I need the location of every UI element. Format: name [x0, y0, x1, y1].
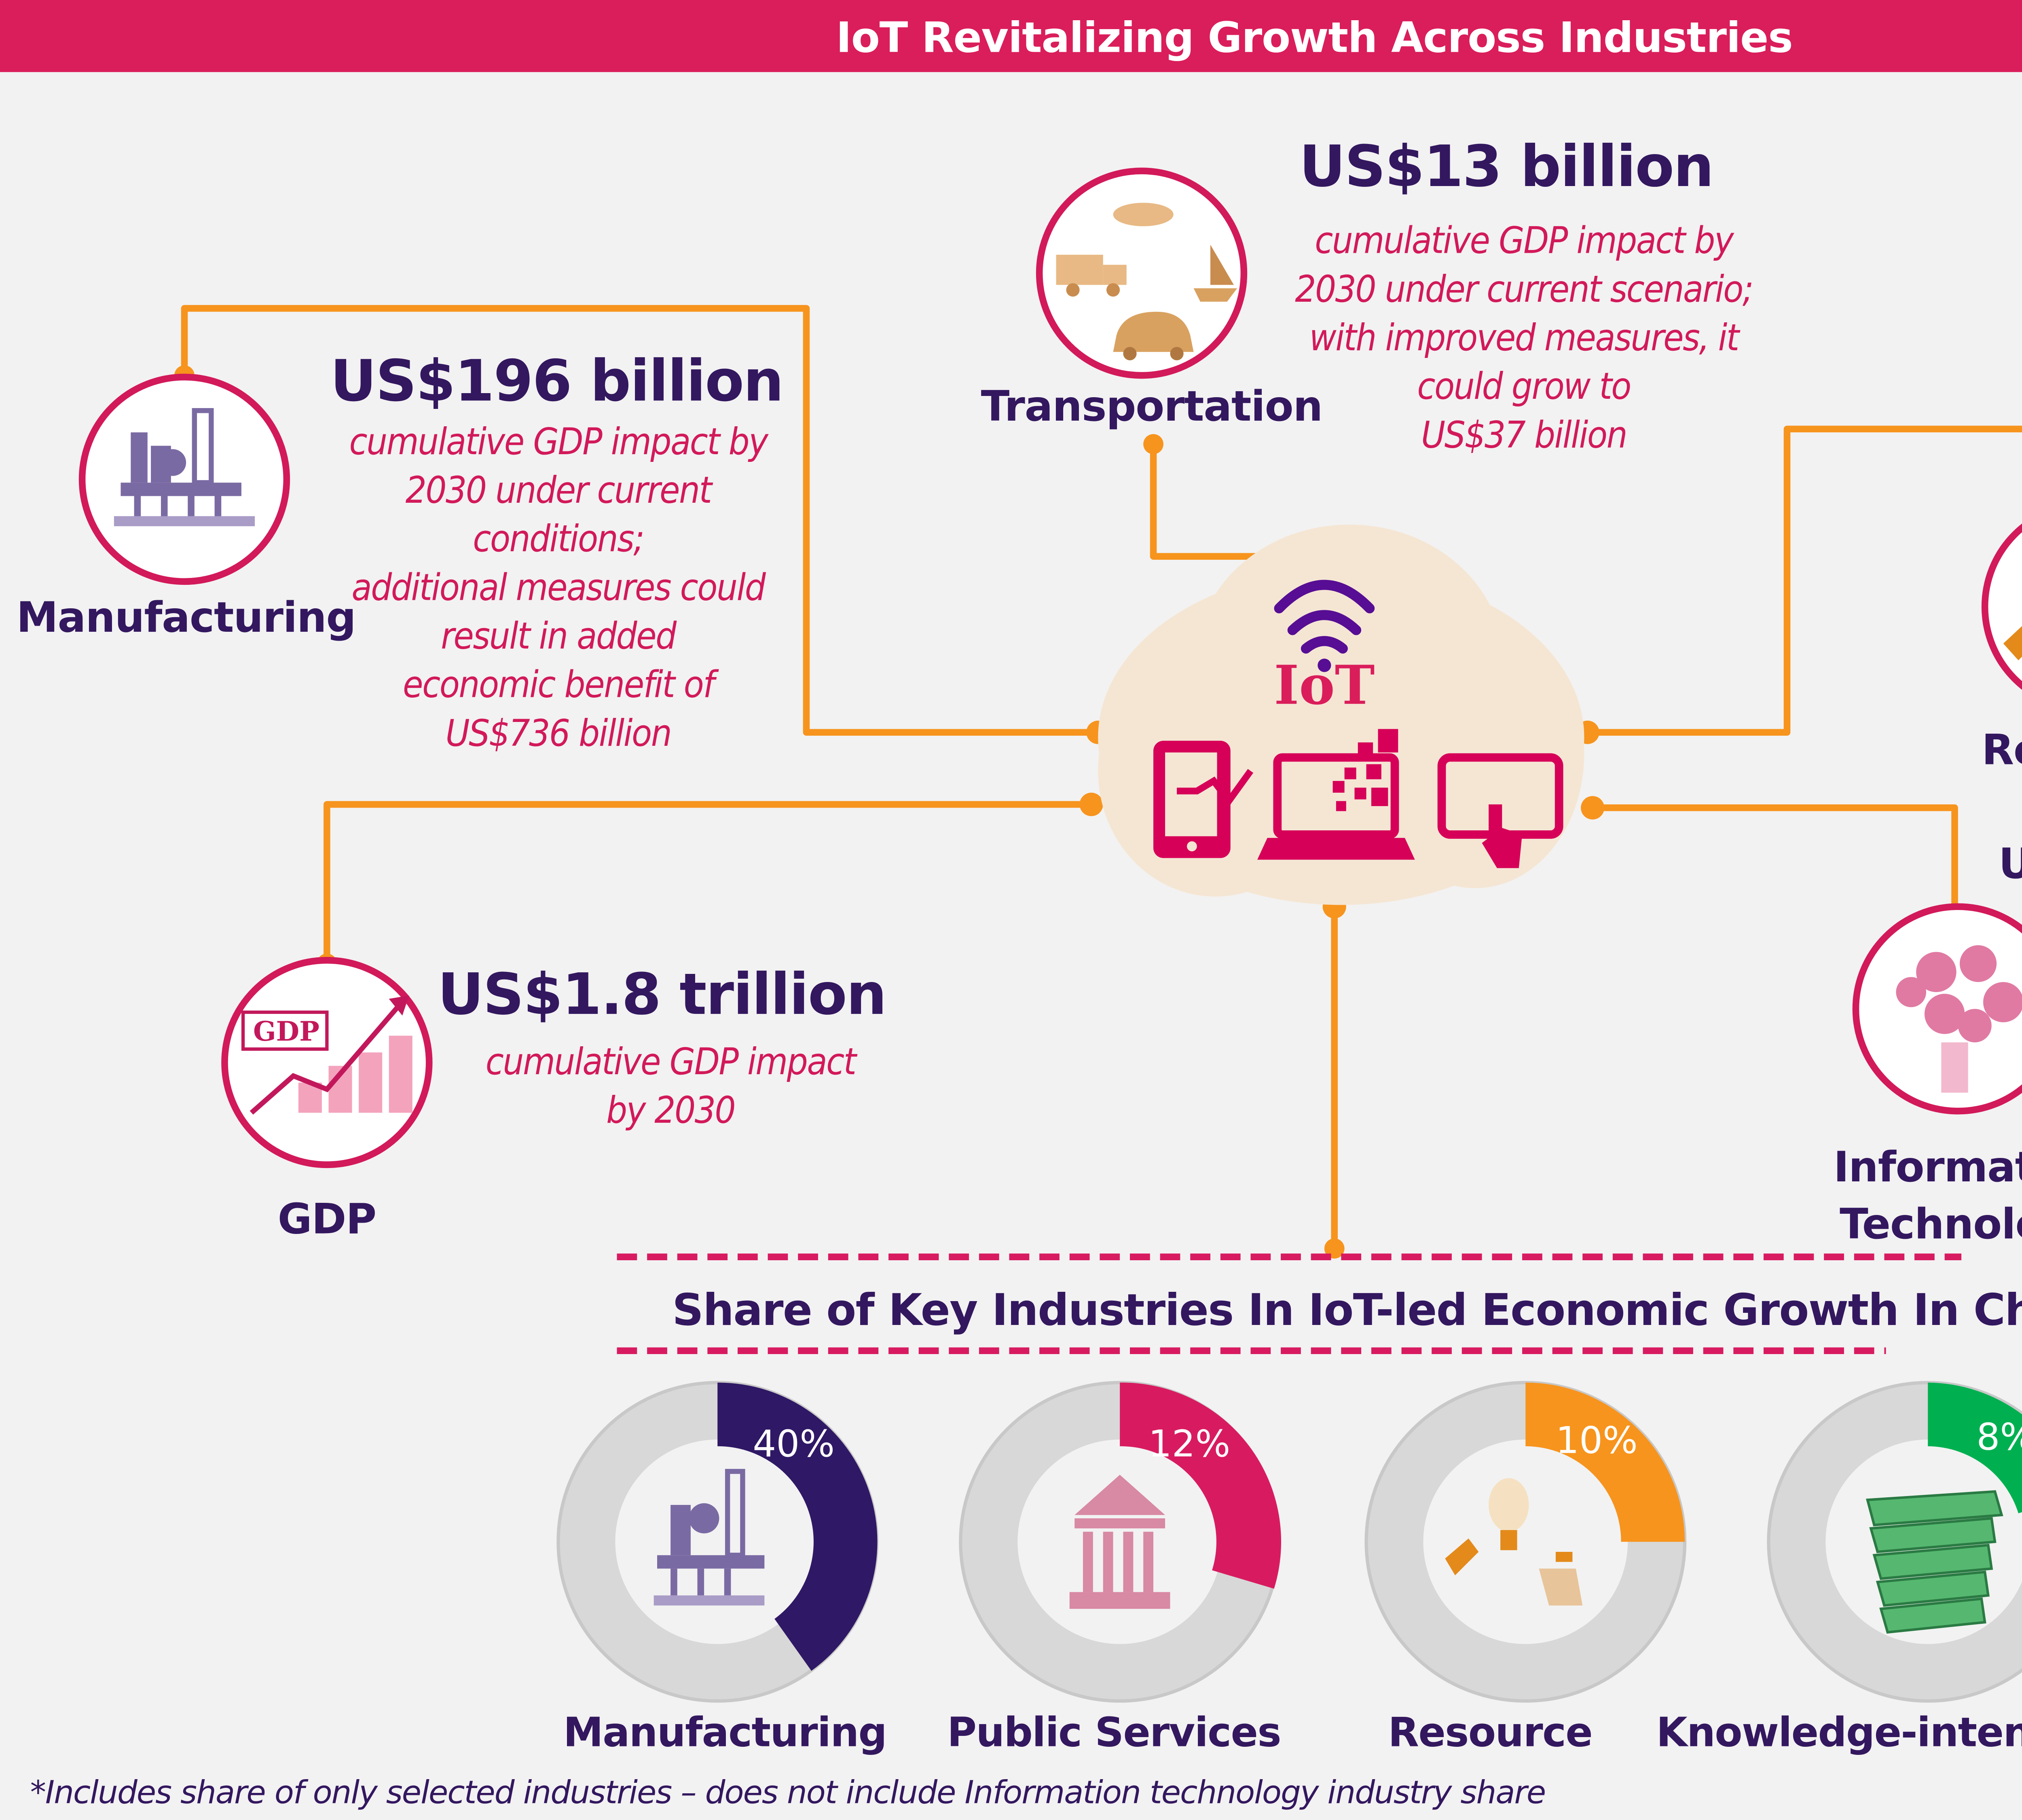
desc-line: with improved measures, it: [1309, 318, 1739, 360]
desc-line: cumulative GDP impact: [485, 1042, 857, 1084]
desc-line: additional measures could: [351, 568, 766, 610]
manufacturing-amount: US$196 billion: [330, 348, 784, 416]
connector-transportation: [1150, 444, 1288, 560]
gdp-amount: US$1.8 trillion: [437, 962, 887, 1029]
desc-line: result in added: [441, 616, 677, 659]
donut-label-resource: Resource: [1388, 1709, 1593, 1757]
gdp-growth-icon: GDP: [241, 995, 412, 1115]
desc-line: cumulative GDP impact by: [1315, 221, 1734, 263]
gdp-description: cumulative GDP impact by 2030: [439, 1039, 902, 1136]
donut-value-public-services: 12%: [1148, 1424, 1231, 1467]
donut-bulb-plug-tap-icon: [1445, 1478, 1583, 1606]
donut-label-manufacturing: Manufacturing: [563, 1709, 887, 1757]
transportation-ring: [1036, 167, 1248, 379]
desc-line: 2030 under current: [405, 471, 712, 513]
manufacturing-label: Manufacturing: [16, 593, 356, 642]
sector-icon-rings: [78, 167, 2022, 1168]
transportation-description: cumulative GDP impact by 2030 under curr…: [1249, 218, 1799, 461]
svg-text:GDP: GDP: [253, 1016, 319, 1047]
transportation-label: Transportation: [981, 382, 1323, 431]
donut-oil-rig-factory-icon: [654, 1469, 765, 1606]
donut-value-manufacturing: 40%: [753, 1424, 835, 1467]
donut-knowledge-services: [1767, 1381, 2022, 1703]
footnote: *Includes share of only selected industr…: [30, 1775, 1546, 1812]
gdp-label: GDP: [277, 1195, 377, 1244]
label-line: Resource: [1982, 726, 2022, 775]
it-label: Information Technology: [1810, 1140, 2022, 1254]
desc-line: conditions;: [473, 519, 645, 562]
label-line: Utilities: [1965, 836, 2022, 893]
donut-label-knowledge-services: Knowledge-intensive Services: [1656, 1709, 2022, 1757]
oil-rig-factory-icon: [114, 408, 255, 527]
resources-ring: [1981, 523, 2022, 690]
donut-money-stack-icon: [1865, 1490, 2003, 1634]
donut-value-resource: 10%: [1555, 1421, 1638, 1463]
donut-manufacturing: [556, 1381, 879, 1703]
donut-label-public-services: Public Services: [947, 1709, 1281, 1757]
donut-government-building-icon: [1069, 1475, 1170, 1609]
bulb-plug-tap-icon: [2003, 626, 2022, 660]
manufacturing-ring: [78, 374, 290, 585]
connector-resources: [1587, 425, 2022, 736]
resources-label: Resource s & Utilities: [1965, 722, 2022, 893]
page-title: IoT Revitalizing Growth Across Industrie…: [0, 0, 2022, 72]
connector-it: [1593, 804, 1958, 914]
share-section-title: Share of Key Industries In IoT-led Econo…: [672, 1285, 2022, 1337]
desc-line: could grow to: [1417, 367, 1631, 409]
connector-gdp: [324, 801, 1091, 964]
connector-manufacturing: [181, 305, 1098, 736]
manufacturing-description: cumulative GDP impact by 2030 under curr…: [310, 419, 806, 759]
connector-lines: [181, 305, 2022, 1249]
desc-line: US$736 billion: [445, 714, 672, 756]
desc-line: economic benefit of: [403, 665, 715, 707]
transportation-amount: US$13 billion: [1299, 134, 1714, 201]
laptop-icon: [1257, 729, 1415, 860]
smartphone-chart-icon: [1153, 741, 1254, 858]
share-title-text: Share of Key Industries In IoT-led Econo…: [672, 1286, 2022, 1337]
donut-public-services: [959, 1381, 1282, 1703]
iot-hub-label: IoT: [1274, 654, 1375, 717]
tablet-touch-icon: [1437, 753, 1563, 868]
wifi-icon: [1274, 580, 1375, 672]
label-line: Information: [1833, 1143, 2022, 1192]
label-line: s &: [1965, 779, 2022, 836]
donut-resource: [1364, 1381, 1687, 1703]
desc-line: by 2030: [606, 1091, 736, 1133]
donut-value-knowledge-services: 8%: [1976, 1418, 2022, 1460]
desc-line: cumulative GDP impact by: [349, 422, 768, 464]
digital-tree-icon: [1896, 945, 2022, 1093]
desc-line: US$37 billion: [1421, 415, 1627, 458]
label-line: Technology: [1840, 1200, 2022, 1249]
desc-line: 2030 under current scenario;: [1295, 270, 1753, 312]
